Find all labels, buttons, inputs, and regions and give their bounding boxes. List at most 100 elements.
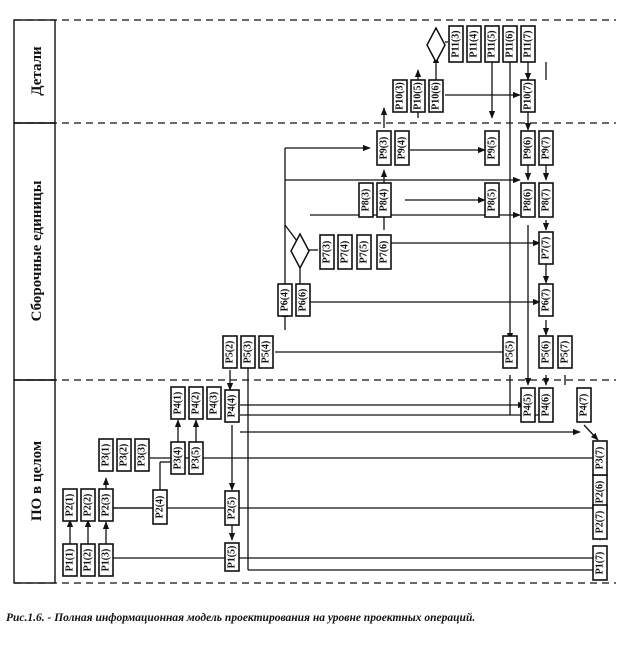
op-p9-6-box: P9(6) [520, 130, 536, 166]
op-p10-3-label: P10(3) [395, 82, 406, 110]
op-p3-3-frame [134, 438, 150, 472]
op-p10-7-frame [520, 79, 536, 113]
op-p8-5-box: P8(5) [484, 182, 500, 218]
op-p8-4-label: P8(4) [379, 189, 390, 212]
op-p9-6-frame [520, 130, 536, 166]
op-p10-7-box: P10(7) [520, 79, 536, 113]
op-p2-7-label: P2(7) [595, 511, 606, 534]
op-p10-5-label: P10(5) [413, 82, 424, 110]
op-p11-4-box: P11(4) [466, 25, 482, 63]
op-p9-4-frame [394, 130, 410, 166]
op-p1-1-label: P1(1) [65, 549, 76, 572]
op-p4-4-box: P4(4) [224, 389, 240, 423]
op-p1-7-label: P1(7) [595, 552, 606, 575]
v-584-a [583, 424, 599, 441]
op-p7-7-frame [538, 231, 554, 265]
op-p1-1-box: P1(1) [62, 543, 78, 577]
op-p4-5-frame [520, 387, 536, 423]
op-p5-4-box: P5(4) [258, 335, 274, 369]
band-label-details: Детали [29, 46, 45, 96]
op-p4-4-label: P4(4) [227, 395, 238, 418]
op-p1-2-box: P1(2) [80, 543, 96, 577]
op-p2-2-label: P2(2) [83, 494, 94, 517]
op-p8-6-label: P8(6) [523, 189, 534, 212]
op-p4-1-label: P4(1) [173, 392, 184, 415]
op-p3-7-frame [592, 440, 608, 476]
op-p3-5-box: P3(5) [188, 441, 204, 475]
op-p9-7-box: P9(7) [538, 130, 554, 166]
op-p6-6-label: P6(6) [298, 289, 309, 312]
op-p2-4-label: P2(4) [155, 496, 166, 519]
op-p7-6-box: P7(6) [376, 234, 392, 270]
op-p10-3-frame [392, 79, 408, 113]
op-p7-5-frame [356, 234, 372, 270]
op-p8-5-label: P8(5) [487, 189, 498, 212]
op-p9-5-frame [484, 130, 500, 166]
op-p11-4-label: P11(4) [469, 30, 480, 57]
op-p7-4-label: P7(4) [340, 241, 351, 264]
op-p2-4-box: P2(4) [152, 489, 168, 525]
band-label-assemblies: Сборочные единицы [29, 180, 45, 321]
op-p3-7-box: P3(7) [592, 440, 608, 476]
op-p2-6-label: P2(6) [595, 481, 606, 504]
op-p9-5-box: P9(5) [484, 130, 500, 166]
op-p10-5-box: P10(5) [410, 79, 426, 113]
op-p6-6-frame [295, 283, 311, 317]
op-p3-3-label: P3(3) [137, 444, 148, 467]
op-p2-7-box: P2(7) [592, 504, 608, 540]
op-p4-2-label: P4(2) [191, 392, 202, 415]
op-p4-7-box: P4(7) [576, 387, 592, 423]
op-p10-3-box: P10(3) [392, 79, 408, 113]
op-p7-5-label: P7(5) [359, 241, 370, 264]
op-p7-3-box: P7(3) [319, 234, 335, 270]
op-p11-6-frame [502, 25, 518, 63]
op-p1-5-box: P1(5) [224, 542, 240, 572]
decision-diamond-assembly [290, 232, 310, 270]
op-p5-6-label: P5(6) [541, 341, 552, 364]
op-p1-2-frame [80, 543, 96, 577]
op-p4-3-label: P4(3) [209, 392, 220, 415]
op-p1-3-label: P1(3) [101, 549, 112, 572]
op-p1-3-box: P1(3) [98, 543, 114, 577]
op-p4-4-frame [224, 389, 240, 423]
op-p11-3-label: P11(3) [451, 30, 462, 57]
op-p9-3-label: P9(3) [379, 137, 390, 160]
op-p2-3-frame [98, 488, 114, 522]
op-p10-6-box: P10(6) [428, 79, 444, 113]
op-p3-4-box: P3(4) [170, 441, 186, 475]
op-p2-5-frame [224, 490, 240, 526]
op-p8-7-label: P8(7) [541, 189, 552, 212]
op-p2-5-label: P2(5) [227, 497, 238, 520]
op-p4-1-box: P4(1) [170, 386, 186, 420]
op-p4-6-box: P4(6) [538, 387, 554, 423]
op-p9-7-frame [538, 130, 554, 166]
op-p8-5-frame [484, 182, 500, 218]
op-p5-5-label: P5(5) [505, 341, 516, 364]
op-p6-4-box: P6(4) [277, 283, 293, 317]
op-p8-6-box: P8(6) [520, 182, 536, 218]
op-p3-5-label: P3(5) [191, 447, 202, 470]
op-p11-3-box: P11(3) [448, 25, 464, 63]
band-label-whole: ПО в целом [29, 441, 45, 521]
op-p11-7-frame [520, 25, 536, 63]
op-p1-7-frame [592, 545, 608, 581]
op-p5-4-frame [258, 335, 274, 369]
op-p5-3-box: P5(3) [240, 335, 256, 369]
op-p1-7-box: P1(7) [592, 545, 608, 581]
op-p11-3-frame [448, 25, 464, 63]
op-p2-5-box: P2(5) [224, 490, 240, 526]
op-p8-4-box: P8(4) [376, 182, 392, 218]
op-p4-6-label: P4(6) [541, 394, 552, 417]
op-p11-7-label: P11(7) [523, 30, 534, 57]
op-p4-2-box: P4(2) [188, 386, 204, 420]
op-p9-4-label: P9(4) [397, 137, 408, 160]
op-p9-4-box: P9(4) [394, 130, 410, 166]
op-p7-3-label: P7(3) [322, 241, 333, 264]
op-p7-3-frame [319, 234, 335, 270]
op-p5-5-box: P5(5) [502, 335, 518, 369]
op-p5-7-box: P5(7) [557, 335, 573, 369]
op-p8-3-frame [358, 182, 374, 218]
op-p6-7-label: P6(7) [541, 289, 552, 312]
connector-lines [66, 41, 604, 574]
op-p9-7-label: P9(7) [541, 137, 552, 160]
